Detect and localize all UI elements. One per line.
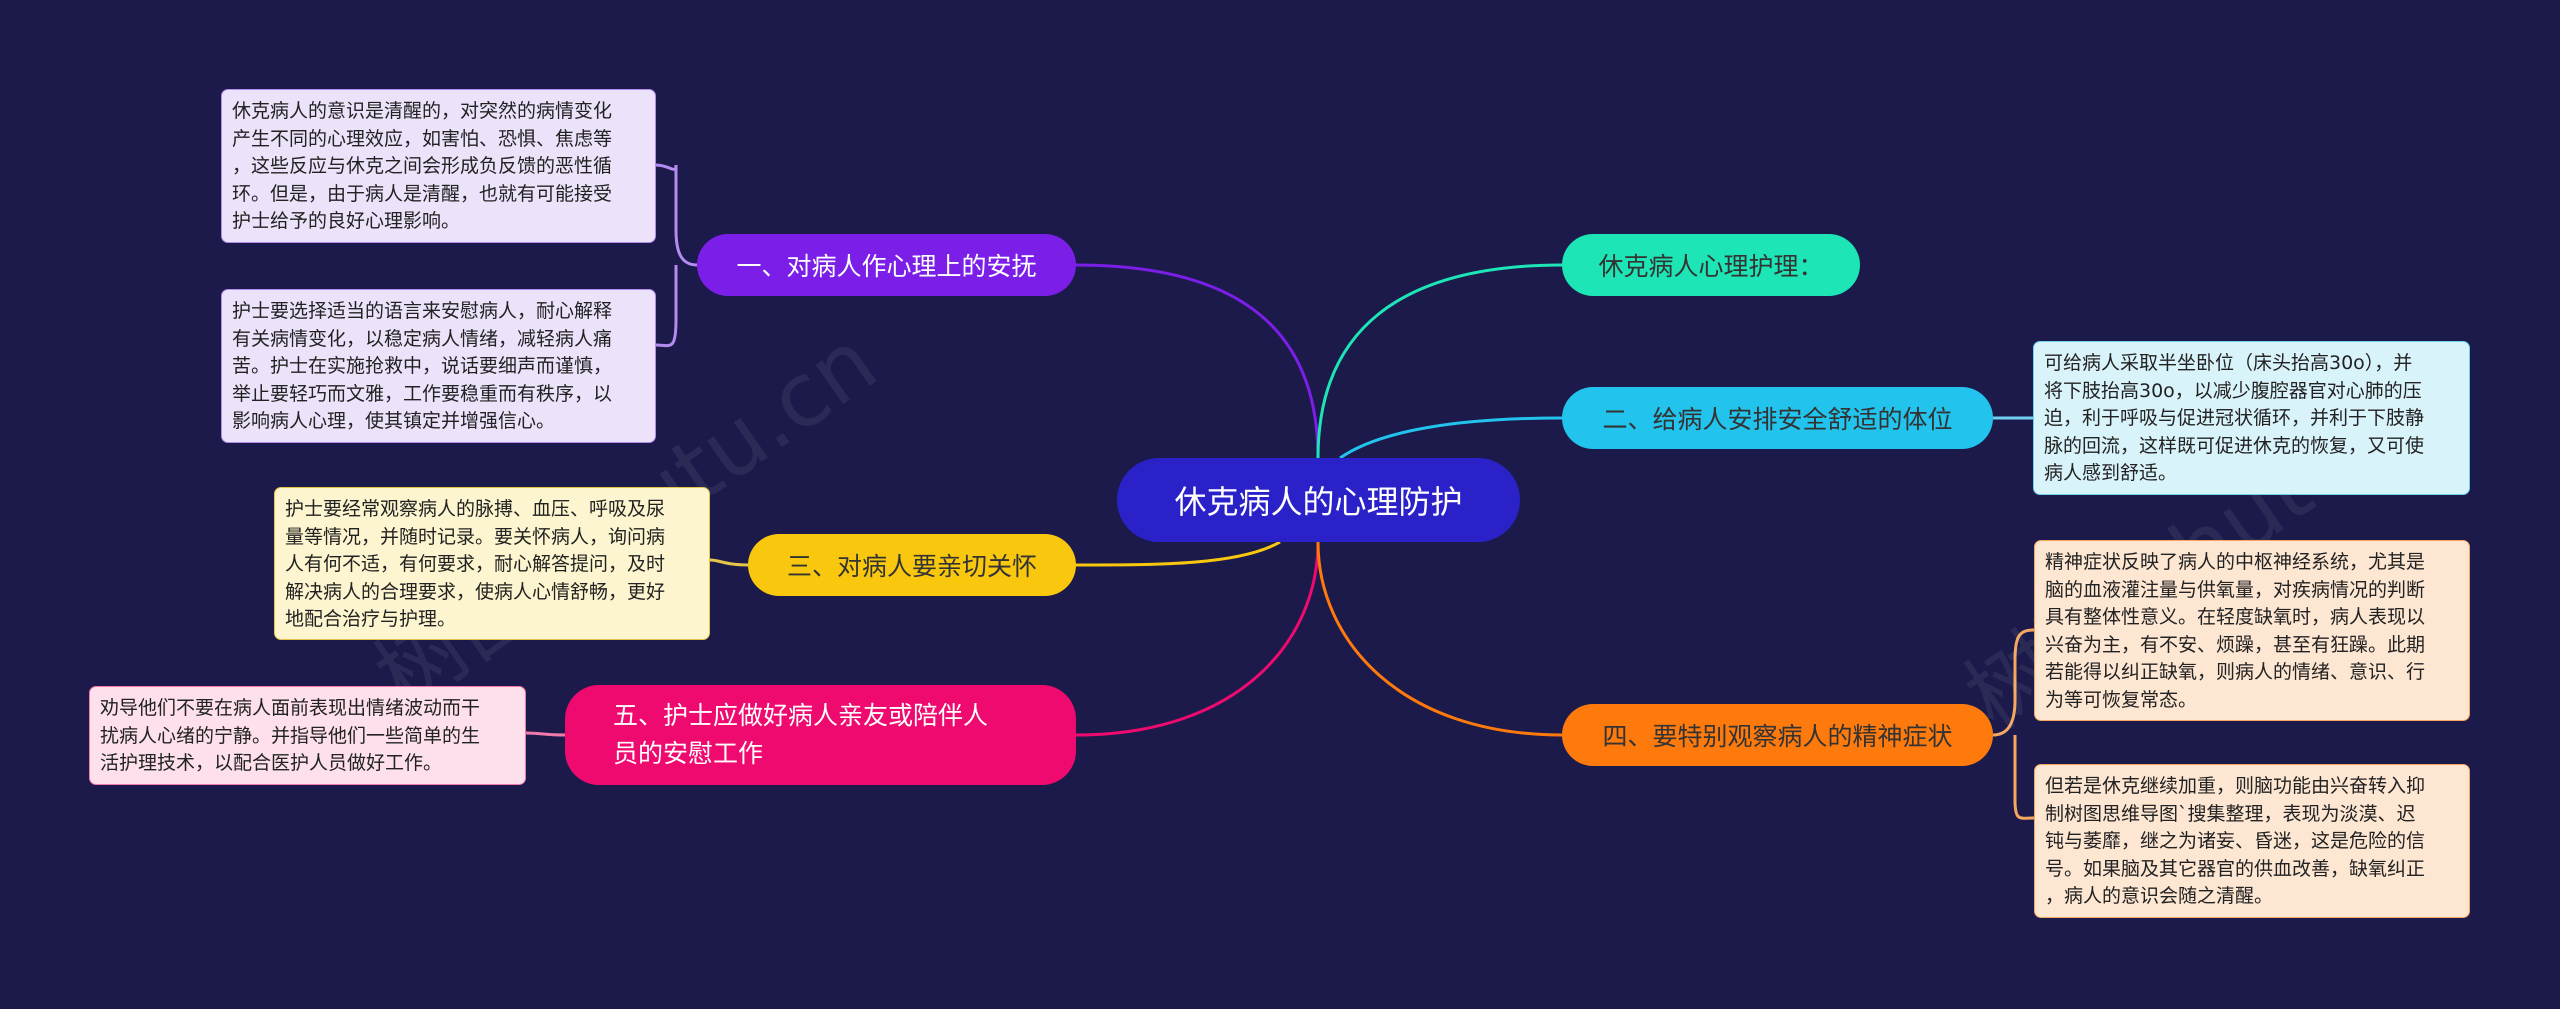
note-observation: 护士要经常观察病人的脉搏、血压、呼吸及尿量等情况，并随时记录。要关怀病人，询问病… [274, 487, 710, 640]
branch-family-comfort-label: 五、护士应做好病人亲友或陪伴人 员的安慰工作 [613, 701, 989, 768]
link-center-b4 [1316, 541, 1563, 737]
link-b5-note [525, 731, 566, 737]
branch-position[interactable]: 二、给病人安排安全舒适的体位 [1562, 387, 1993, 449]
link-center-b2 [1339, 416, 1563, 460]
link-center-b5 [1075, 541, 1320, 737]
note-consciousness: 休克病人的意识是清醒的，对突然的病情变化产生不同的心理效应，如害怕、恐惧、焦虑等… [221, 89, 656, 243]
link-center-b0 [1316, 263, 1563, 459]
note-semi-recumbent: 可给病人采取半坐卧位（床头抬高30o），并将下肢抬高30o，以减少腹腔器官对心肺… [2033, 341, 2470, 495]
branch-nursing-title[interactable]: 休克病人心理护理： [1562, 234, 1860, 296]
note-language-comfort: 护士要选择适当的语言来安慰病人，耐心解释有关病情变化，以稳定病人情绪，减轻病人痛… [221, 289, 656, 443]
note-shock-worsening: 但若是休克继续加重，则脑功能由兴奋转入抑制树图思维导图`搜集整理，表现为淡漠、迟… [2034, 764, 2470, 918]
link-center-b1 [1075, 263, 1320, 459]
link-b1-notes [655, 163, 698, 348]
branch-mental-symptoms[interactable]: 四、要特别观察病人的精神症状 [1562, 704, 1993, 766]
branch-family-comfort[interactable]: 五、护士应做好病人亲友或陪伴人 员的安慰工作 [565, 685, 1076, 785]
link-b3-note [709, 558, 749, 567]
link-b4-notes [1992, 628, 2035, 820]
note-cns-symptoms: 精神症状反映了病人的中枢神经系统，尤其是脑的血液灌注量与供氧量，对疾病情况的判断… [2034, 540, 2470, 721]
branch-caring[interactable]: 三、对病人要亲切关怀 [748, 534, 1076, 596]
branch-psychological-comfort[interactable]: 一、对病人作心理上的安抚 [697, 234, 1076, 296]
link-center-b3 [1075, 540, 1281, 567]
note-family-guidance: 劝导他们不要在病人面前表现出情绪波动而干扰病人心绪的宁静。并指导他们一些简单的生… [89, 686, 526, 785]
center-node[interactable]: 休克病人的心理防护 [1117, 458, 1520, 542]
